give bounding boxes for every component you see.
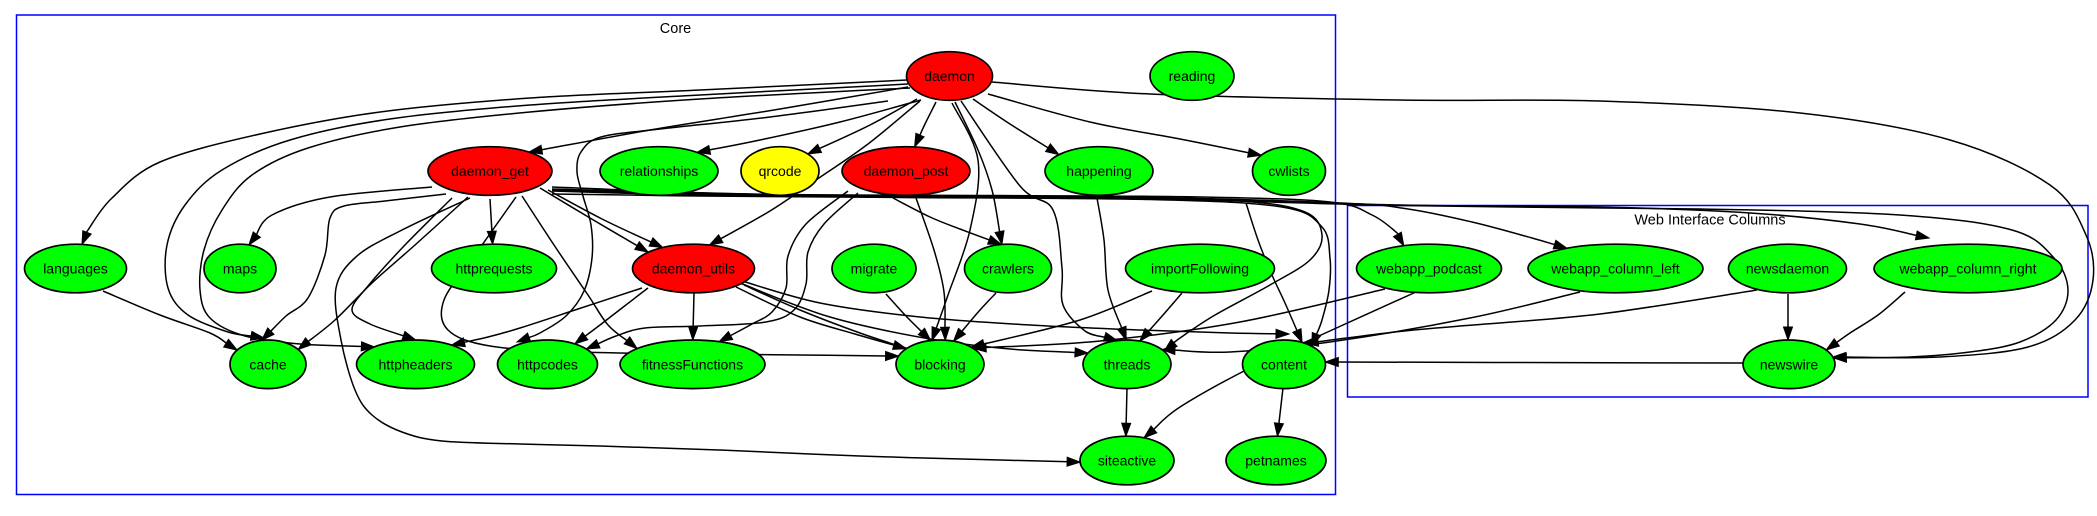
svg-text:newsdaemon: newsdaemon bbox=[1746, 261, 1829, 277]
svg-text:daemon: daemon bbox=[924, 68, 975, 84]
svg-text:threads: threads bbox=[1104, 356, 1151, 372]
svg-text:webapp_column_right: webapp_column_right bbox=[1899, 261, 2037, 277]
svg-text:siteactive: siteactive bbox=[1098, 453, 1157, 469]
svg-text:httpcodes: httpcodes bbox=[517, 356, 578, 372]
svg-text:daemon_post: daemon_post bbox=[864, 163, 949, 179]
svg-text:Web Interface Columns: Web Interface Columns bbox=[1634, 213, 1785, 229]
svg-text:fitnessFunctions: fitnessFunctions bbox=[642, 356, 743, 372]
svg-text:maps: maps bbox=[223, 261, 257, 277]
svg-text:daemon_utils: daemon_utils bbox=[652, 261, 735, 277]
svg-text:newswire: newswire bbox=[1760, 356, 1819, 372]
svg-text:languages: languages bbox=[43, 261, 108, 277]
svg-text:daemon_get: daemon_get bbox=[451, 163, 529, 179]
svg-text:migrate: migrate bbox=[851, 261, 898, 277]
svg-text:webapp_column_left: webapp_column_left bbox=[1550, 261, 1680, 277]
svg-text:crawlers: crawlers bbox=[982, 261, 1034, 277]
svg-text:importFollowing: importFollowing bbox=[1151, 261, 1249, 277]
svg-text:cache: cache bbox=[249, 356, 287, 372]
svg-text:httpheaders: httpheaders bbox=[379, 356, 453, 372]
svg-text:qrcode: qrcode bbox=[759, 163, 802, 179]
svg-text:content: content bbox=[1261, 356, 1307, 372]
svg-text:cwlists: cwlists bbox=[1268, 163, 1309, 179]
svg-text:webapp_podcast: webapp_podcast bbox=[1375, 261, 1482, 277]
svg-text:reading: reading bbox=[1169, 68, 1216, 84]
svg-text:blocking: blocking bbox=[914, 356, 965, 372]
svg-text:happening: happening bbox=[1066, 163, 1131, 179]
svg-text:relationships: relationships bbox=[620, 163, 699, 179]
svg-text:httprequests: httprequests bbox=[455, 261, 532, 277]
svg-text:petnames: petnames bbox=[1245, 453, 1306, 469]
svg-text:Core: Core bbox=[660, 21, 691, 37]
